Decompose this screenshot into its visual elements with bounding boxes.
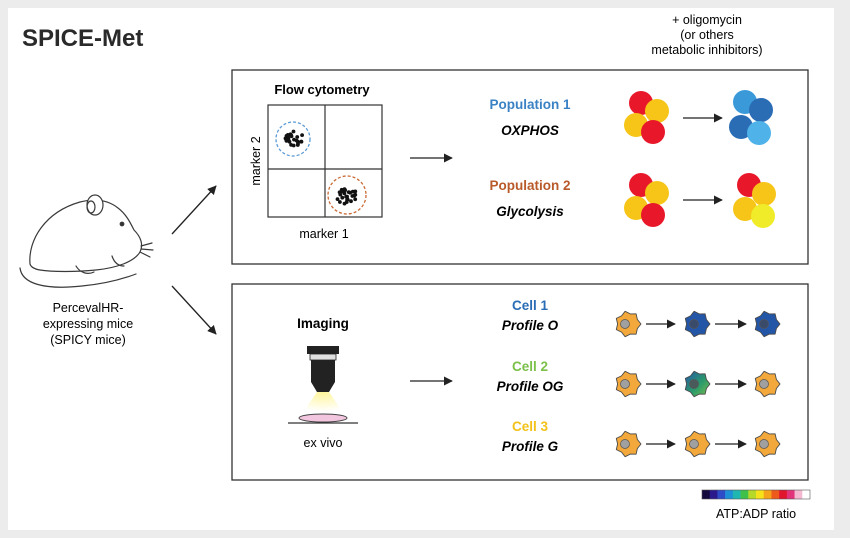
- population-1-name: Population 1: [490, 97, 571, 112]
- cell-1-name: Cell 1: [512, 298, 549, 313]
- population-1-cells-before: [624, 91, 669, 144]
- nucleus-icon: [759, 379, 769, 389]
- cell-3-timecourse: [615, 430, 781, 458]
- inhibitor-note-line2: (or others: [680, 28, 734, 42]
- colorbar-frame: [701, 489, 811, 500]
- colorbar-swatch: [779, 490, 788, 499]
- event-dot: [286, 133, 290, 137]
- event-dot: [343, 188, 347, 193]
- population-2-profile: Glycolysis: [496, 204, 564, 219]
- colorbar-swatch: [717, 490, 726, 499]
- event-dot: [292, 137, 296, 142]
- microscope-objective-icon: [302, 346, 344, 414]
- flow-cytometry-panel: Flow cytometry marker 1 marker 2 Populat…: [231, 69, 809, 265]
- population-2-events: [335, 187, 358, 206]
- event-dot: [353, 197, 358, 202]
- event-dot: [344, 194, 348, 199]
- colorbar-swatch: [748, 490, 757, 499]
- population-2-gate: [327, 175, 367, 215]
- petri-dish-icon: [288, 413, 358, 424]
- inhibitor-note-line3: metabolic inhibitors): [651, 43, 762, 57]
- nucleus-icon: [620, 439, 630, 449]
- event-dot: [338, 200, 342, 204]
- event-dot: [350, 194, 355, 198]
- nucleus-icon: [759, 319, 769, 329]
- colorbar-swatch: [756, 490, 765, 499]
- mouse-caption-line2: expressing mice: [43, 317, 133, 331]
- nucleus-icon: [689, 439, 699, 449]
- event-dot: [295, 135, 300, 139]
- event-dot: [337, 190, 342, 195]
- event-dot: [340, 195, 345, 200]
- colorbar-label: ATP:ADP ratio: [716, 507, 796, 521]
- population-2-cells-after: [733, 173, 776, 228]
- event-dot: [300, 133, 304, 138]
- colorbar-swatch: [794, 490, 803, 499]
- colorbar-swatch: [740, 490, 749, 499]
- arrow-to-flow: [171, 185, 217, 235]
- cell-2-profile: Profile OG: [497, 379, 564, 394]
- event-dot: [335, 197, 340, 202]
- atp-adp-colorbar: [702, 490, 811, 499]
- colorbar-swatch: [786, 490, 795, 499]
- arrow-to-imaging: [171, 285, 217, 335]
- population-1-profile: OXPHOS: [501, 123, 559, 138]
- nucleus-icon: [620, 379, 630, 389]
- population-1-events: [283, 129, 304, 148]
- event-dot: [299, 139, 304, 144]
- population-1-cells-after: [729, 90, 773, 145]
- event-dot: [348, 190, 352, 195]
- nucleus-icon: [689, 319, 699, 329]
- nucleus-icon: [759, 439, 769, 449]
- cell-2-timecourse: [615, 370, 781, 398]
- population-1-gate: [275, 121, 311, 157]
- cell-1-profile: Profile O: [502, 318, 559, 333]
- colorbar-swatch: [702, 490, 711, 499]
- nucleus-icon: [689, 379, 699, 389]
- event-dot: [287, 139, 292, 144]
- event-dot: [342, 191, 347, 196]
- nucleus-icon: [620, 319, 630, 329]
- sample-label: ex vivo: [304, 436, 343, 450]
- inhibitor-note-line1: + oligomycin: [672, 13, 742, 27]
- figure-title: SPICE-Met: [22, 25, 143, 52]
- x-axis-label: marker 1: [299, 227, 348, 241]
- colorbar-swatch: [763, 490, 772, 499]
- event-dot: [296, 141, 300, 146]
- y-axis-label: marker 2: [249, 136, 263, 185]
- imaging-panel-title: Imaging: [297, 316, 349, 331]
- flow-panel-title: Flow cytometry: [274, 82, 370, 97]
- colorbar-swatch: [771, 490, 780, 499]
- colorbar-swatch: [732, 490, 741, 499]
- event-dot: [349, 199, 353, 204]
- mouse-caption-line1: PercevalHR-: [53, 301, 124, 315]
- cell-1-timecourse: [615, 310, 781, 338]
- population-2-cells-before: [624, 173, 669, 227]
- mouse-caption-line3: (SPICY mice): [50, 333, 125, 347]
- colorbar-swatch: [725, 490, 734, 499]
- event-dot: [291, 143, 296, 148]
- population-2-name: Population 2: [490, 178, 571, 193]
- cell-3-profile: Profile G: [502, 439, 559, 454]
- mouse-icon: [19, 194, 154, 288]
- event-dot: [291, 129, 296, 134]
- event-dot: [286, 136, 291, 141]
- cell-3-name: Cell 3: [512, 419, 549, 434]
- cell-2-name: Cell 2: [512, 359, 548, 374]
- colorbar-swatch: [709, 490, 718, 499]
- flow-panel-frame: [231, 69, 809, 265]
- event-dot: [344, 200, 349, 205]
- imaging-panel: Imaging ex vivo Cell 1 Profile O Cell 2 …: [231, 283, 809, 481]
- colorbar-swatch: [802, 490, 811, 499]
